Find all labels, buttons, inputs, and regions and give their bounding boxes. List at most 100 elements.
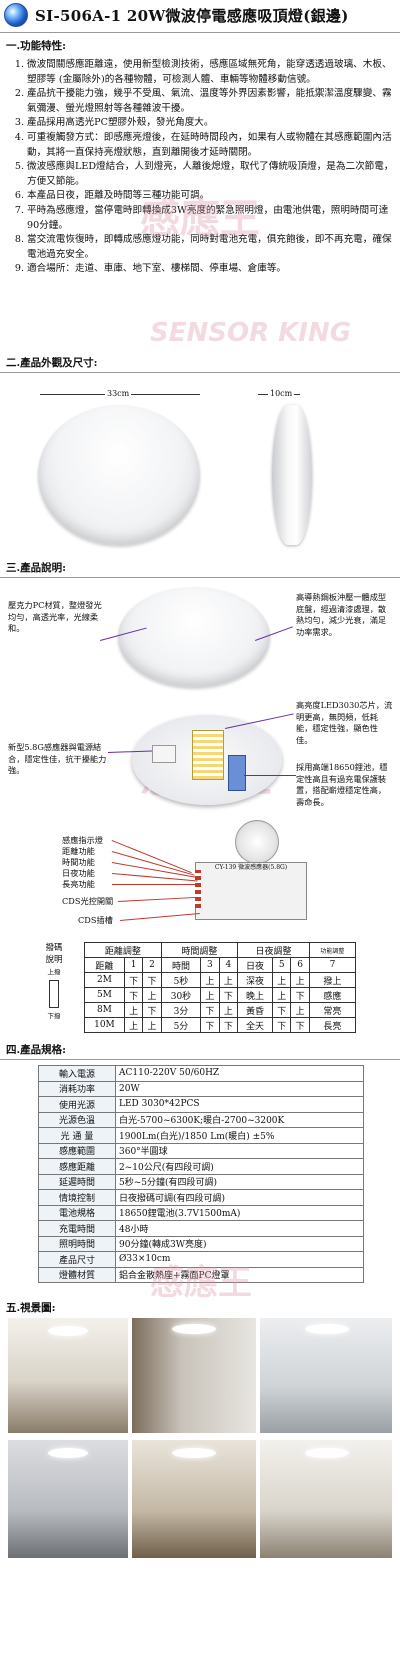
dip-cell: 30秒	[160, 987, 202, 1003]
watermark-cn: 感應王	[140, 196, 260, 242]
dip-head-cell: 2	[142, 957, 162, 973]
spec-key: 燈體材質	[38, 1266, 116, 1283]
spec-key: 輸入電源	[38, 1065, 116, 1082]
feature-text: 微波感應與LED燈結合，人到燈亮，人離後熄燈，取代了傳統吸頂燈，是為二次節電，方…	[27, 161, 394, 187]
label-time: 時間功能	[62, 857, 95, 867]
spec-key: 光源色溫	[38, 1111, 116, 1128]
dip-group-header: 功能調整	[308, 942, 357, 958]
dip-cell: 下	[200, 1017, 220, 1033]
dip-legend-up: 上撥	[47, 968, 61, 976]
feature-number: 3.	[14, 117, 24, 129]
dip-cell: 5秒	[160, 972, 202, 988]
dip-head-cell: 1	[123, 957, 144, 973]
dip-cell: 上	[200, 972, 220, 988]
dip-cell: 10M	[84, 1017, 125, 1033]
dip-cell: 2M	[84, 972, 125, 988]
desc-pc-material: 壓克力PC材質，整燈發光均勻，高透光率，光線柔和。	[8, 600, 102, 634]
label-distance: 距離功能	[62, 846, 95, 856]
spec-key: 電池規格	[38, 1204, 116, 1221]
spec-key: 產品尺寸	[38, 1251, 116, 1268]
dip-cell: 上	[123, 1017, 144, 1033]
dip-cell: 感應	[308, 987, 357, 1003]
dip-head-cell: 6	[290, 957, 310, 973]
dip-cell: 下	[200, 1002, 220, 1018]
dip-head-cell: 距離	[84, 957, 125, 973]
feature-item: 4.可重複觸發方式：即感應亮燈後，在延時時間段內，如果有人或物體在其感應範圍內活…	[6, 131, 396, 160]
feature-number: 5.	[14, 161, 24, 173]
spec-key: 使用光源	[38, 1096, 116, 1113]
arrow-battery	[244, 775, 296, 776]
label-daynight: 日夜功能	[62, 868, 95, 878]
lamp-front-view	[38, 405, 200, 545]
height-dimension-label: 10cm	[268, 389, 295, 398]
section-description-heading: 三.產品說明:	[6, 562, 67, 574]
dip-cell: 上	[272, 987, 292, 1003]
dip-head-cell: 7	[308, 957, 357, 973]
spec-row: 光源色溫白光-5700~6300K;暖白-2700~3200K	[38, 1111, 364, 1128]
spec-value: 360°半圓球	[115, 1142, 364, 1159]
desc-steel-base: 高導熱鋼板沖壓一體成型底盤，經過清漆處理，散熱均勻，減少光衰，滿足功率需求。	[296, 592, 387, 637]
arrow-constant	[112, 884, 198, 885]
dip-cell: 下	[272, 1017, 292, 1033]
spec-key: 光 通 量	[38, 1127, 116, 1144]
sensor-module-board: CY-139 微波感應器(5.8G)	[195, 862, 307, 920]
dip-cell: 上	[290, 1002, 310, 1018]
spec-row: 燈體材質鋁合金散熱座+霧面PC燈罩	[38, 1266, 364, 1283]
title-divider	[0, 32, 400, 33]
dip-cell: 下	[290, 1017, 310, 1033]
dip-group-header: 日夜調整	[237, 942, 310, 958]
scene-photo-corridor	[8, 1318, 128, 1433]
desc-sensor: 新型5.8G感應器與電源結合，隱定性佳，抗干擾能力強。	[8, 742, 107, 776]
dip-cell: 撥上	[308, 972, 357, 988]
dip-legend: 撥碼 說明 上撥 下撥	[42, 942, 66, 1022]
dip-cell: 上	[290, 972, 310, 988]
dip-head-cell: 5	[272, 957, 292, 973]
feature-text: 當交流電恢復時，即轉成感應燈功能，同時對電池充電，俱充飽後，即不再充電，確保電池…	[27, 234, 392, 260]
dip-cell: 下	[142, 1002, 162, 1018]
module-label: CY-139 微波感應器(5.8G)	[214, 864, 288, 871]
feature-text: 產品採用高透光PC塑膠外殼，發光角度大。	[27, 117, 214, 129]
dip-cell: 下	[123, 972, 144, 988]
dip-cell: 下	[142, 972, 162, 988]
dip-cell: 下	[218, 1017, 239, 1033]
dip-legend-down: 下撥	[47, 1012, 61, 1020]
scene-photo-living	[8, 1440, 128, 1558]
spec-value: 日夜撥碼可調(有四段可調)	[115, 1189, 364, 1206]
spec-value: AC110-220V 50/60HZ	[115, 1065, 364, 1082]
dip-cell: 上	[142, 987, 162, 1003]
spec-value: 48小時	[115, 1220, 364, 1237]
dip-legend-title: 撥碼	[45, 943, 63, 953]
header: SI-506A-1 20W微波停電感應吸頂燈(銀邊)	[0, 0, 400, 30]
spec-value: 2~10公尺(有四段可調)	[115, 1158, 364, 1175]
desc-led-chip: 高亮度LED3030芯片，流明更高，無閃頻，低耗能，穩定性強，顯色性佳。	[296, 700, 393, 745]
dip-cell: 長亮	[308, 1017, 357, 1033]
spec-key: 充電時間	[38, 1220, 116, 1237]
spec-key: 照明時間	[38, 1235, 116, 1252]
dip-switch[interactable]	[195, 870, 201, 908]
feature-number: 7.	[14, 204, 24, 216]
dip-cell: 下	[123, 987, 144, 1003]
width-dimension-label: 33cm	[105, 389, 132, 398]
section-scenes-heading: 五.視景圖:	[6, 1302, 56, 1314]
dip-cell: 5分	[160, 1017, 202, 1033]
feature-text: 平時為感應燈，當停電時即轉換成3W亮度的緊急照明燈，由電池供電，照明時間可達90…	[27, 204, 389, 231]
watermark-cn: 感應王	[150, 1263, 252, 1303]
scene-photo-balcony	[132, 1318, 256, 1433]
label-cds-slot: CDS插槽	[78, 915, 113, 925]
scene-photo-hall	[132, 1440, 256, 1558]
section-specs-heading: 四.產品規格:	[6, 1044, 67, 1056]
section-divider	[0, 1059, 400, 1060]
scene-photo-dining	[260, 1440, 392, 1558]
feature-item: 7.平時為感應燈，當停電時即轉換成3W亮度的緊急照明燈，由電池供電，照明時間可達…	[6, 204, 396, 233]
dip-cell: 黃昏	[237, 1002, 274, 1018]
